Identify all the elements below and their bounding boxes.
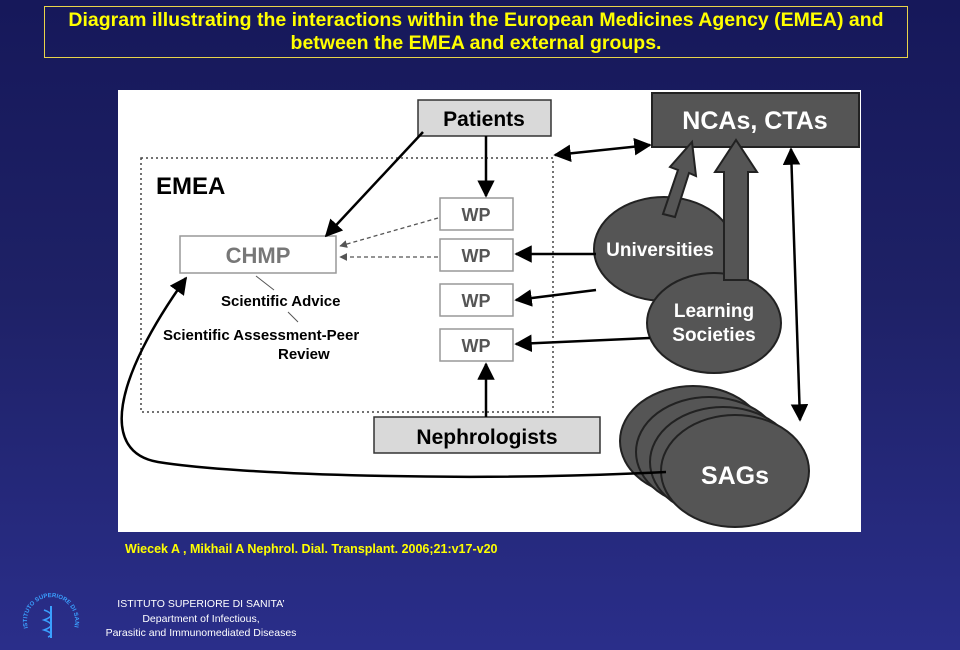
- emea-label: EMEA: [156, 173, 225, 200]
- emea-boundary: [140, 157, 554, 413]
- advice-pointer-line: [255, 275, 275, 291]
- citation: Wiecek A , Mikhail A Nephrol. Dial. Tran…: [125, 542, 498, 556]
- nephrologists-box: [373, 416, 601, 454]
- institution-block: ISTITUTO SUPERIORE DI SANITA’ Department…: [98, 597, 304, 641]
- universities-label: Universities: [606, 240, 714, 261]
- scientific-advice-label: Scientific Advice: [221, 293, 341, 310]
- wp-label-3: WP: [462, 291, 491, 311]
- institute-seal-logo: ISTITUTO SUPERIORE DI SANITA: [22, 588, 79, 638]
- universities-to-wp3-arrow: [514, 288, 597, 307]
- chmp-label: CHMP: [226, 243, 291, 268]
- wp-label-4: WP: [462, 336, 491, 356]
- ncas-ctas-box: [651, 92, 860, 148]
- emea-interaction-diagram: EMEA Patients NCAs, CTAs CHMP WP WP WP W…: [118, 90, 861, 532]
- scientific-assessment-line1: Scientific Assessment-Peer: [163, 327, 359, 344]
- wp-box-3: WP: [439, 283, 514, 317]
- slide-title: Diagram illustrating the interactions wi…: [68, 9, 884, 54]
- slide-title-box: Diagram illustrating the interactions wi…: [44, 6, 908, 58]
- learning-societies-line1: Learning: [674, 301, 754, 322]
- wp1-to-chmp-dashed-arrow: [339, 217, 439, 248]
- institution-dept-line1: Department of Infectious,: [142, 612, 260, 625]
- sags-label: SAGs: [701, 462, 769, 490]
- learning-societies-ellipse: [646, 272, 782, 374]
- chmp-box: [179, 235, 337, 274]
- universities-to-ncas-thick-arrow: [661, 139, 698, 219]
- wp-label-1: WP: [462, 205, 491, 225]
- ncas-emea-arrow: [553, 137, 652, 163]
- ncas-sags-arrow: [782, 147, 809, 422]
- nephrologists-label: Nephrologists: [416, 426, 557, 449]
- wp-box-2: WP: [439, 238, 514, 272]
- learning-to-ncas-thick-arrow: [713, 138, 759, 281]
- patients-label: Patients: [443, 108, 525, 131]
- learning-societies-line2: Societies: [672, 325, 755, 346]
- diagram-canvas: EMEA Patients NCAs, CTAs CHMP WP WP WP W…: [120, 92, 860, 528]
- institution-dept-line2: Parasitic and Immunomediated Diseases: [105, 627, 297, 639]
- ncas-ctas-label: NCAs, CTAs: [682, 107, 827, 135]
- patients-box: [417, 99, 552, 137]
- wp-box-4: WP: [439, 328, 514, 362]
- wp-label-2: WP: [462, 246, 491, 266]
- assessment-pointer-line: [287, 311, 299, 323]
- sags-to-chmp-curved-arrow: [120, 276, 667, 478]
- scientific-assessment-line2: Review: [278, 346, 330, 363]
- learning-to-wp4-arrow: [514, 334, 651, 353]
- wp-box-1: WP: [439, 197, 514, 231]
- patients-to-chmp-arrow: [324, 131, 424, 238]
- institution-name: ISTITUTO SUPERIORE DI SANITA’: [117, 598, 285, 610]
